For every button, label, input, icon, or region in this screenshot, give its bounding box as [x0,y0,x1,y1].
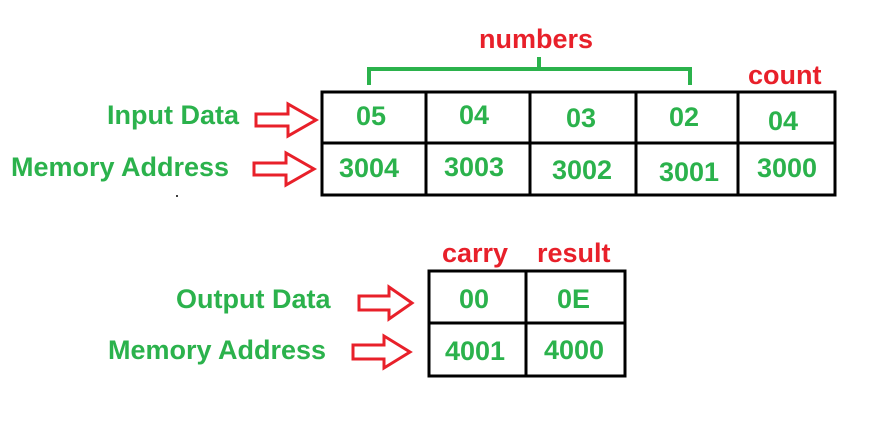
output-data-cell: 00 [459,284,490,314]
count-label: count [748,60,822,90]
memory-address-cell: 4000 [544,335,605,365]
stray-dot [176,195,178,197]
bottom-table-grid [427,269,627,378]
right-arrow-icon [351,333,413,371]
arrow-memory-address-bottom [351,333,413,371]
input-data-cell: 03 [566,103,597,133]
top-table-grid [320,90,837,197]
input-data-cell: 05 [356,101,387,131]
memory-address-cell: 3003 [444,152,505,182]
memory-address-cell: 3004 [339,153,400,183]
input-data-cell: 04 [768,106,799,136]
arrow-input-data [254,101,320,139]
numbers-label: numbers [479,24,594,54]
numbers-brace [367,57,692,85]
right-arrow-icon [357,284,415,322]
memory-address-label-top: Memory Address [11,152,230,182]
memory-address-cell: 3001 [659,157,720,187]
input-data-cell: 04 [459,100,490,130]
arrow-output-data [357,284,415,322]
arrow-memory-address-top [252,150,318,188]
memory-address-label-bottom: Memory Address [108,335,327,365]
carry-label: carry [442,238,509,268]
right-arrow-icon [252,150,318,188]
output-data-label: Output Data [176,284,331,314]
input-data-cell: 02 [669,102,700,132]
memory-address-cell: 3000 [757,153,818,183]
memory-address-cell: 3002 [552,155,613,185]
input-data-label: Input Data [107,100,239,130]
right-arrow-icon [254,101,320,139]
memory-address-cell: 4001 [445,336,506,366]
output-data-cell: 0E [557,284,591,314]
result-label: result [537,238,611,268]
